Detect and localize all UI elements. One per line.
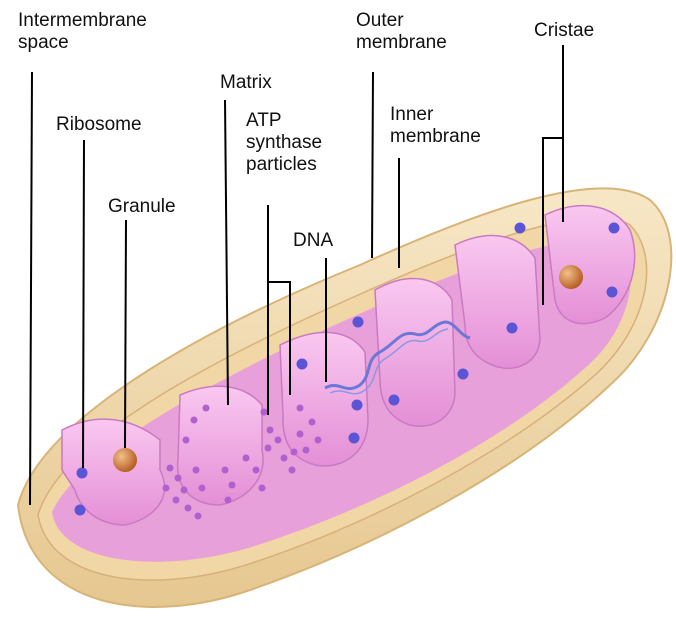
- leader-ribosome: [83, 140, 84, 468]
- ribosome: [297, 359, 308, 370]
- label-line: Inner: [390, 104, 481, 126]
- ribosome: [77, 468, 88, 479]
- label-intermembrane-space: Intermembrane space: [18, 10, 147, 54]
- crista-fold: [375, 279, 455, 427]
- leader-granule: [125, 220, 126, 448]
- label-cristae: Cristae: [534, 20, 594, 42]
- label-line: Intermembrane: [18, 10, 147, 32]
- label-dna: DNA: [293, 230, 333, 252]
- granule: [559, 265, 583, 289]
- ribosome: [353, 317, 364, 328]
- ribosome: [352, 400, 363, 411]
- ribosome: [609, 223, 620, 234]
- label-line: Matrix: [220, 72, 272, 94]
- label-matrix: Matrix: [220, 72, 272, 94]
- label-line: synthase: [246, 132, 322, 154]
- label-line: Granule: [108, 196, 176, 218]
- label-line: Ribosome: [56, 114, 142, 136]
- leader-intermembrane-space: [30, 72, 32, 505]
- label-granule: Granule: [108, 196, 176, 218]
- label-line: space: [18, 32, 147, 54]
- crista-fold: [280, 332, 368, 466]
- label-line: Cristae: [534, 20, 594, 42]
- leader-outer-membrane: [372, 72, 373, 258]
- ribosome: [75, 505, 86, 516]
- label-line: DNA: [293, 230, 333, 252]
- label-line: Outer: [356, 10, 447, 32]
- label-line: membrane: [390, 126, 481, 148]
- crista-fold: [178, 386, 263, 505]
- label-line: particles: [246, 154, 322, 176]
- label-outer-membrane: Outer membrane: [356, 10, 447, 54]
- ribosome: [349, 433, 360, 444]
- ribosome: [389, 395, 400, 406]
- label-line: ATP: [246, 110, 322, 132]
- label-ribosome: Ribosome: [56, 114, 142, 136]
- ribosome: [507, 323, 518, 334]
- ribosome: [607, 287, 618, 298]
- label-atp-synthase-particles: ATP synthase particles: [246, 110, 322, 176]
- label-line: membrane: [356, 32, 447, 54]
- label-inner-membrane: Inner membrane: [390, 104, 481, 148]
- ribosome: [515, 223, 526, 234]
- granule: [113, 448, 137, 472]
- ribosome: [458, 369, 469, 380]
